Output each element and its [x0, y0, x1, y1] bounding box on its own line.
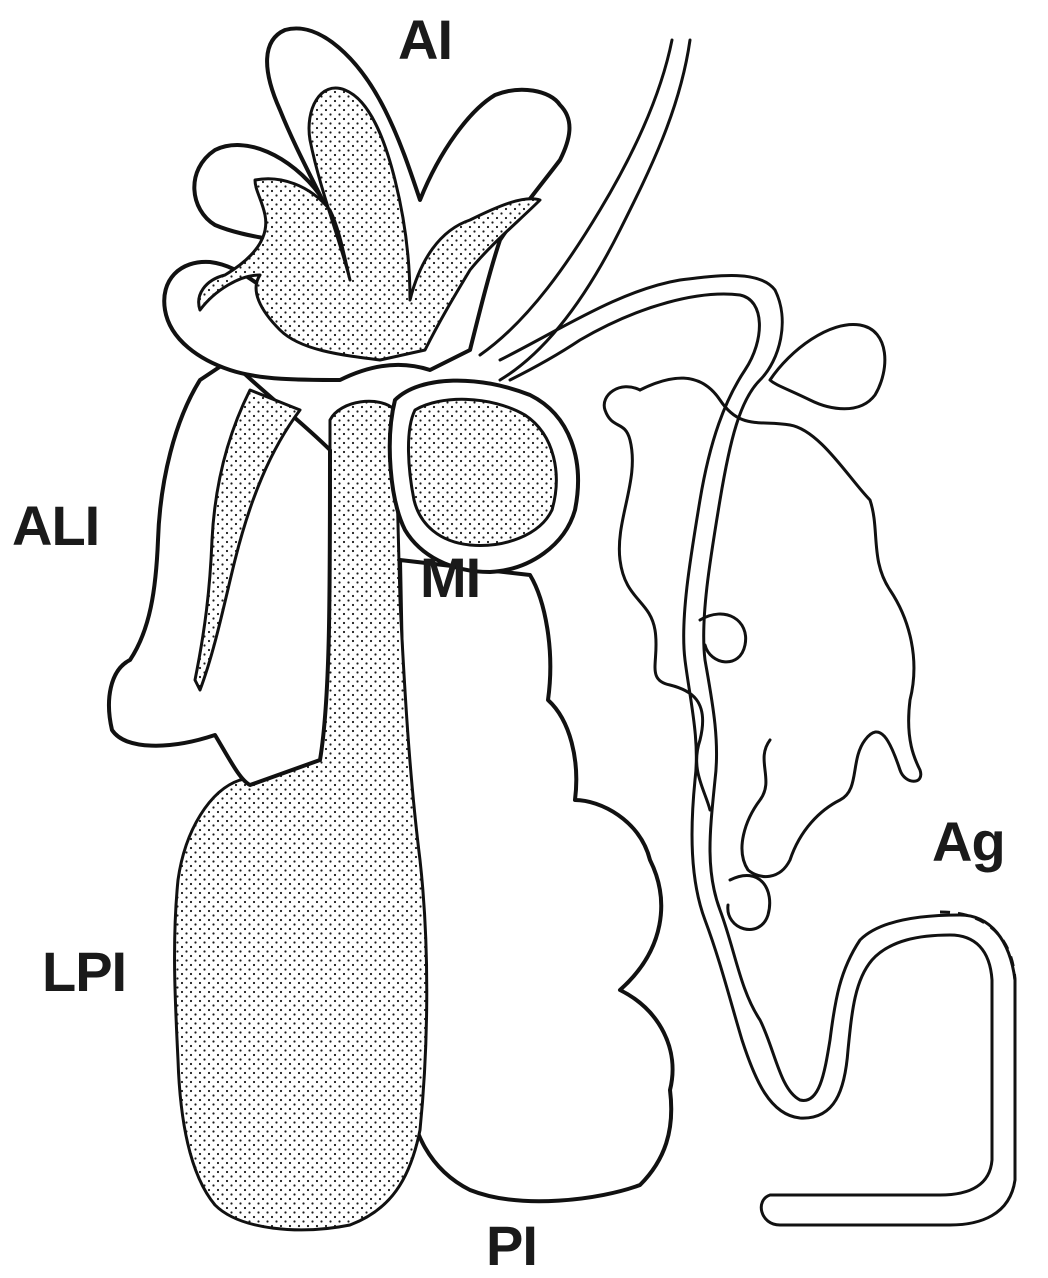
- ag-loop-left: [604, 387, 710, 810]
- posterior-intestine: [400, 560, 673, 1201]
- label-pi: PI: [486, 1218, 537, 1274]
- label-lpi: LPI: [42, 944, 126, 1000]
- label-mi: MI: [420, 550, 480, 606]
- label-ai: AI: [398, 12, 452, 68]
- ag-dashed-segment: [940, 912, 1015, 980]
- ag-loop-small-1: [700, 614, 746, 662]
- ag-loop-top: [770, 324, 885, 408]
- mi-lumen: [408, 399, 556, 545]
- label-ali: ALI: [12, 498, 99, 554]
- label-ag: Ag: [932, 814, 1005, 870]
- ag-loop-right: [640, 378, 921, 876]
- ag-loop-small-2: [728, 875, 770, 929]
